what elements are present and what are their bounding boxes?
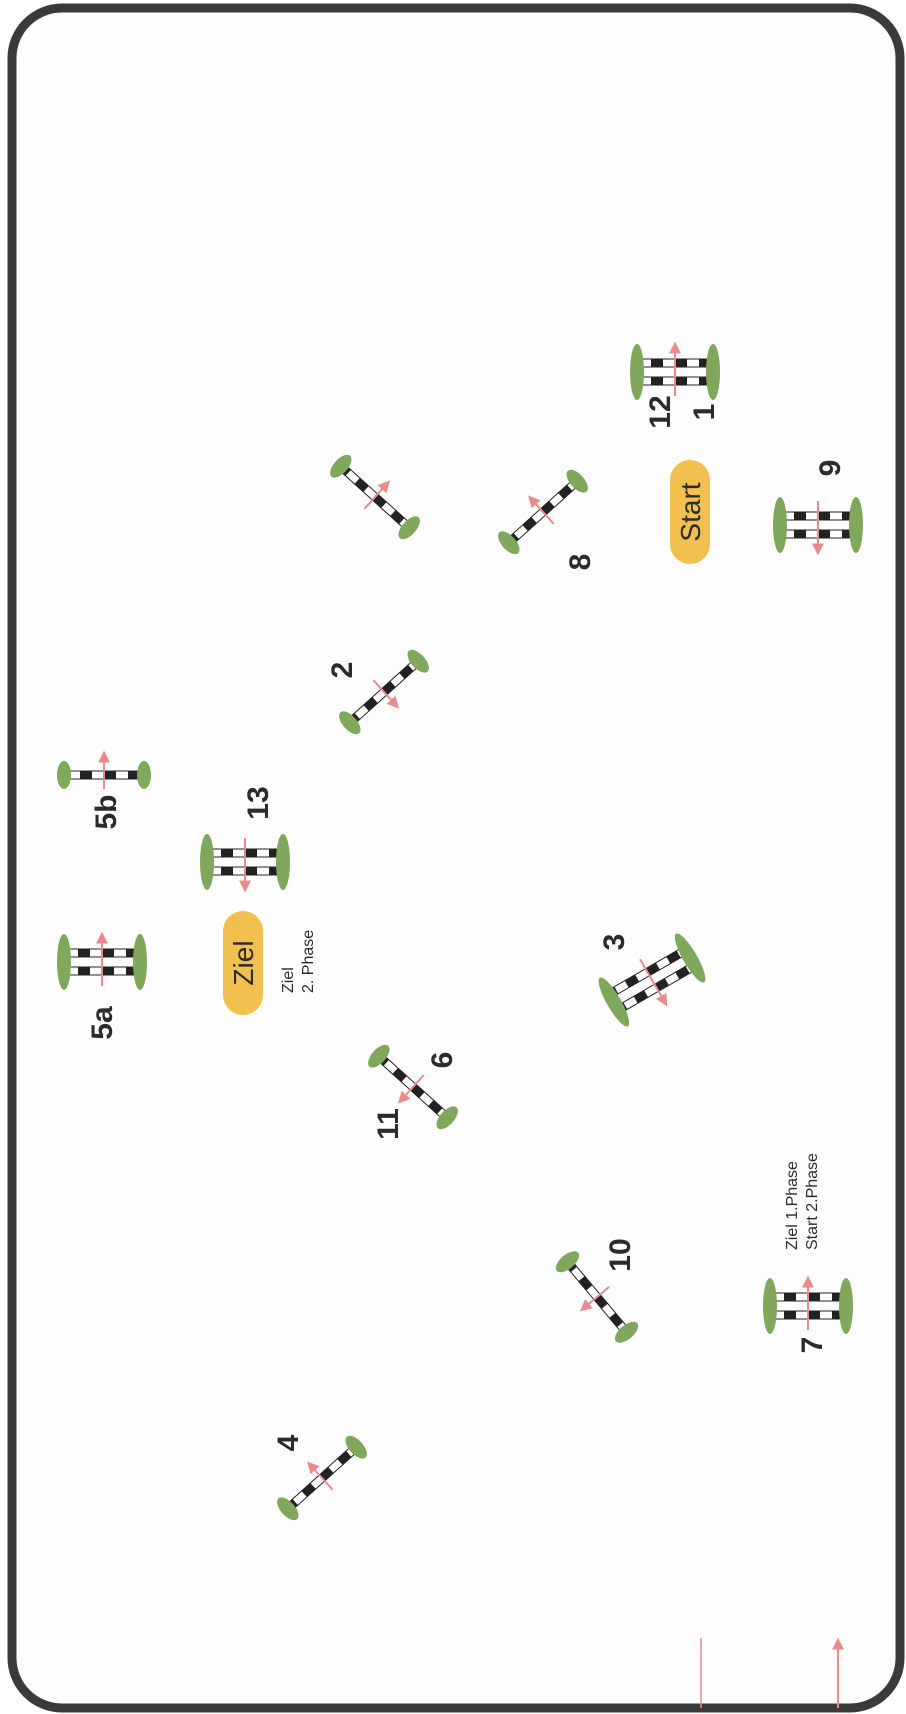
jump-3-oxer [598, 933, 706, 1027]
jump-number-10: 10 [604, 1238, 637, 1271]
jump-7-oxer [763, 1275, 853, 1334]
jump-11-6-vertical [368, 1044, 458, 1130]
finish-phase2-note-line1: Ziel [280, 967, 297, 993]
finish-phase2-note-line2: 2. Phase [300, 930, 317, 993]
phase-note-line2: Start 2.Phase [804, 1153, 821, 1250]
arena-border [7, 3, 905, 1713]
jump-number-8: 8 [564, 554, 597, 571]
jump-number-12: 12 [644, 395, 677, 428]
jump-10-vertical [555, 1251, 639, 1343]
jump-number-3: 3 [598, 934, 631, 951]
phase-note: Ziel 1.Phase Start 2.Phase [784, 1153, 821, 1250]
jump-number-1: 1 [688, 404, 721, 421]
jump-number-13: 13 [242, 786, 275, 819]
jump-9-oxer [773, 497, 863, 556]
jump-8-vertical [498, 469, 588, 555]
jump-12-1-oxer [630, 341, 720, 400]
jump-number-2: 2 [326, 662, 359, 679]
jump-vertical-top [330, 454, 420, 540]
jump-number-5a: 5a [86, 1006, 119, 1040]
jump-5a-oxer [57, 931, 147, 990]
finish-label: Ziel [228, 940, 259, 985]
jump-number-9: 9 [814, 460, 847, 477]
start-label: Start [675, 482, 706, 541]
jump-number-5b: 5b [90, 794, 123, 829]
jump-number-4: 4 [272, 1434, 305, 1451]
finish-marker: Ziel [223, 911, 263, 1015]
jump-5b-vertical [57, 750, 151, 789]
jump-number-11: 11 [372, 1108, 405, 1140]
jump-13-oxer [200, 834, 290, 893]
jump-2-vertical [339, 649, 429, 735]
start-marker: Start [670, 460, 710, 564]
jump-number-7: 7 [796, 1337, 829, 1354]
jump-4-vertical [277, 1435, 367, 1521]
finish-phase2-note: Ziel 2. Phase [280, 930, 317, 993]
jump-number-6: 6 [426, 1052, 459, 1069]
phase-note-line1: Ziel 1.Phase [784, 1161, 801, 1250]
